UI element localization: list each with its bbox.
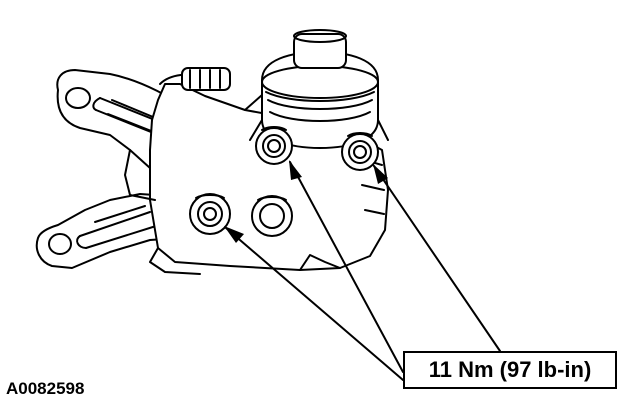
stud-lower-right [251,195,293,237]
leader-arrowheads [224,160,388,243]
reservoir-cap [249,29,389,149]
figure-id: A0082598 [6,379,85,398]
torque-label: 11 Nm (97 lb-in) [428,357,592,382]
bolt-upper-left [255,126,293,165]
bolt-lower-left [189,193,231,235]
leader-lines [225,161,501,381]
bolt-upper-right [341,132,379,171]
torque-callout: 11 Nm (97 lb-in) [403,351,617,389]
